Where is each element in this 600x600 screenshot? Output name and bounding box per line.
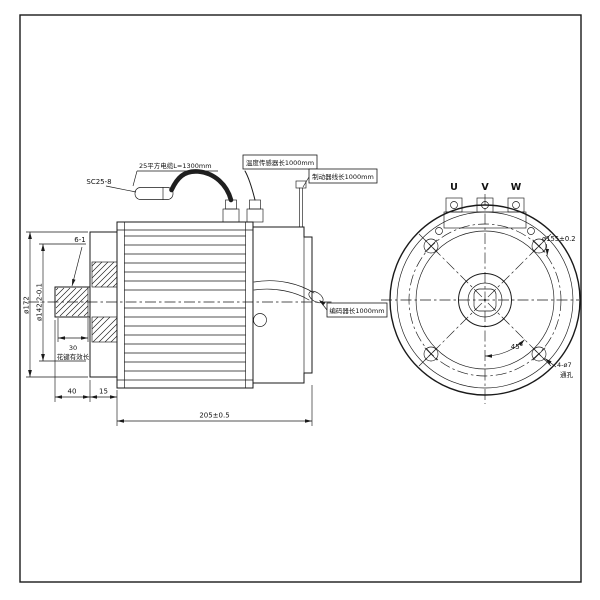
end-view: U V W 45° ø155±0.2 (381, 182, 581, 404)
power-cable (169, 169, 234, 203)
screw (435, 227, 443, 235)
dim-hole-note: 通孔 (560, 370, 574, 379)
terminal-w-stud (512, 201, 520, 209)
spline-spec-label: 6-1 (74, 236, 85, 244)
terminal-u-stud (450, 201, 458, 209)
body-bands (116, 229, 254, 381)
dim-body-len: 205±0.5 (199, 412, 229, 420)
encoder-plug (308, 290, 324, 304)
screw (527, 227, 535, 235)
side-view-callouts: SC25-8 25平方电缆L=1300mm 温度传感器长1000mm 制动器线长… (86, 154, 388, 318)
dim-hole-count: 4-ø7 (557, 361, 572, 369)
dim-spigot: ø142.2-0.1 (36, 283, 44, 321)
housing-outer-circle (389, 204, 581, 396)
dim-spline-len: 30 (69, 344, 77, 352)
terminal-u-label: U (450, 182, 458, 193)
cooling-fins (124, 235, 246, 372)
cable-glands (222, 199, 264, 223)
spline-hatch (55, 287, 89, 317)
motor-body (116, 221, 254, 389)
mounting-bolt (423, 238, 439, 254)
mounting-bolt (531, 238, 547, 254)
temp-sensor-box (242, 154, 318, 170)
spline-bore (473, 288, 497, 312)
mounting-bolt (423, 346, 439, 362)
brake-wire-box (308, 168, 378, 184)
terminal-block: U V W (443, 182, 527, 229)
bore-circle (467, 282, 503, 318)
hub-hatch-top (91, 261, 118, 288)
diagonal-centerlines (418, 233, 552, 367)
terminal-v-label: V (481, 182, 489, 193)
side-view-dimensions: ø172 ø142.2-0.1 6-1 30 花键有效长 40 15 (23, 231, 313, 426)
brake-wire (295, 180, 307, 228)
bolt-circle (408, 223, 562, 377)
rear-housing (252, 226, 313, 384)
mounting-bolts (423, 238, 547, 362)
bolt-circle-dimension: ø155±0.2 (542, 235, 576, 256)
terminal-v-stud (481, 201, 489, 209)
dim-shaft-ext: 40 (68, 388, 77, 396)
temp-sensor-wire (244, 170, 256, 201)
brake-wire-label: 制动器线长1000mm (312, 172, 374, 181)
dim-flange-od: ø172 (23, 296, 31, 314)
hub-circle (458, 273, 512, 327)
cable-lug-connector (134, 187, 174, 200)
connector-label: SC25-8 (86, 178, 111, 186)
drain-plug (253, 313, 267, 327)
inner-step-circle (415, 230, 555, 370)
dim-flange-thk: 15 (99, 388, 108, 396)
hub-hatch-bottom (91, 316, 118, 343)
side-view (28, 169, 334, 389)
dim-angle: 45° (511, 343, 523, 351)
mounting-flange (89, 231, 118, 378)
holes-callout: 4-ø7 通孔 (544, 358, 574, 379)
drawing-border (19, 14, 582, 583)
encoder-label: 编码器长1000mm (329, 306, 384, 315)
power-cable-label: 25平方电缆L=1300mm (139, 161, 212, 170)
dim-bolt-circle: ø155±0.2 (542, 235, 576, 243)
temp-sensor-label: 温度传感器长1000mm (246, 158, 314, 167)
mounting-bolt (531, 346, 547, 362)
terminal-w-label: W (511, 182, 522, 193)
encoder-cable (253, 280, 324, 304)
dim-spline-note: 花键有效长 (57, 352, 90, 361)
angle-dimension: 45° (484, 339, 525, 358)
